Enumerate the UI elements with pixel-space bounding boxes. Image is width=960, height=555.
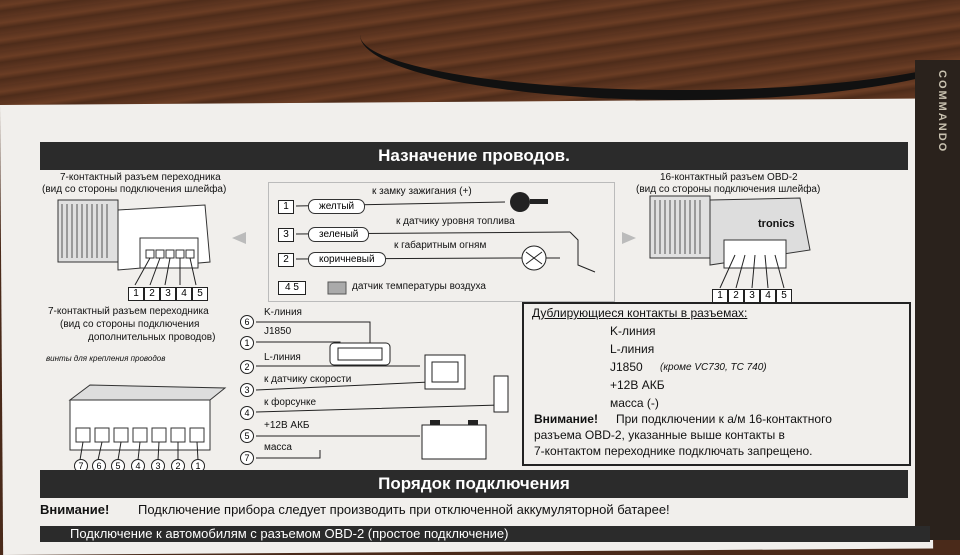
left-connector-caption-1: 7-контактный разъем переходника [60, 172, 221, 183]
wire-destination: к габаритным огням [394, 240, 487, 251]
info-warning-line: При подключении к а/м 16-контактного [616, 412, 832, 426]
wire-pin-number: 2 [278, 253, 294, 267]
battery-drawing [421, 420, 487, 460]
left-pin-label: 2 [144, 287, 160, 301]
left-pin-label: 5 [192, 287, 208, 301]
aux-wire-label: масса [264, 442, 292, 453]
header-title: Назначение проводов. [40, 142, 908, 170]
aux-wire-label: L-линия [264, 352, 301, 363]
wire-destination: к замку зажигания (+) [372, 186, 472, 197]
aux-pin-number: 1 [240, 336, 254, 350]
info-warning-line: разъема OBD-2, указанные выше контакты в [534, 428, 785, 442]
diagnostic-connector-drawing [329, 342, 391, 366]
obd2-connector-drawing [649, 195, 811, 289]
injector-drawing [493, 375, 509, 413]
left-pin-label: 1 [128, 287, 144, 301]
aux-wire-label: K-линия [264, 307, 302, 318]
booklet-edge [915, 60, 960, 540]
wire-color-label: желтый [308, 199, 366, 214]
aux-pin-number: 4 [240, 406, 254, 420]
section-title-connection: Порядок подключения [40, 470, 908, 498]
info-box-title: Дублирующиеся контакты в разъемах: [532, 306, 748, 320]
obd-pin-label: 2 [728, 289, 744, 303]
wire-pin-number: 3 [278, 228, 294, 242]
black-cable [360, 0, 960, 100]
info-box-item: K-линия [610, 324, 656, 338]
aux-pin-number: 5 [240, 429, 254, 443]
aux-7pin-connector-drawing [68, 384, 227, 461]
aux-wire-label: к форсунке [264, 397, 317, 408]
brand-logo: tronics [758, 218, 795, 230]
screws-note: винты для крепления проводов [46, 354, 166, 363]
wire-pin-number: 4 5 [278, 281, 306, 295]
obd-pin-label: 1 [712, 289, 728, 303]
obd-pin-label: 5 [776, 289, 792, 303]
aux-pin-number: 3 [240, 383, 254, 397]
left-pin-label: 3 [160, 287, 176, 301]
wire-color-label: коричневый [308, 252, 386, 267]
info-box-item: +12В АКБ [610, 378, 665, 392]
info-box-item: масса (-) [610, 396, 659, 410]
left-aux-caption-3: дополнительных проводов) [88, 332, 216, 343]
left-aux-caption-2: (вид со стороны подключения [60, 319, 200, 330]
left-aux-caption-1: 7-контактный разъем переходника [48, 306, 209, 317]
wire-destination: датчик температуры воздуха [352, 281, 486, 292]
duplicate-contacts-box [522, 302, 911, 466]
info-warning-line: 7-контактом переходнике подключать запре… [534, 444, 813, 458]
booklet-edge-text: COMMANDO [936, 70, 948, 154]
aux-pin-number: 6 [240, 315, 254, 329]
bottom-warning-text: Подключение прибора следует производить … [138, 502, 670, 517]
aux-wire-label: к датчику скорости [264, 374, 352, 385]
info-warning-bold: Внимание! [534, 412, 598, 426]
aux-wire-label: J1850 [264, 326, 292, 337]
aux-connector-pin-label: 7 [74, 459, 88, 473]
left-pin-label: 4 [176, 287, 192, 301]
left-connector-caption-2: (вид со стороны подключения шлейфа) [42, 184, 227, 195]
left-7pin-connector-drawing [57, 199, 211, 286]
speed-sensor-drawing [424, 354, 466, 390]
right-connector-caption-1: 16-контактный разъем OBD-2 [660, 172, 798, 183]
bottom-cut-heading: Подключение к автомобилям с разъемом OBD… [40, 526, 930, 542]
info-box-item-note: (кроме VC730, TC 740) [660, 362, 767, 373]
wire-color-label: зеленый [308, 227, 370, 242]
temp-sensor-drawing [327, 281, 347, 295]
aux-wire-label: +12В АКБ [264, 420, 310, 431]
bottom-warning-bold: Внимание! [40, 502, 110, 517]
info-box-item: L-линия [610, 342, 655, 356]
obd-pin-label: 4 [760, 289, 776, 303]
info-box-item: J1850 [610, 360, 643, 374]
wiring-diagram [57, 192, 811, 461]
right-connector-caption-2: (вид со стороны подключения шлейфа) [636, 184, 821, 195]
wire-pin-number: 1 [278, 200, 294, 214]
aux-pin-number: 7 [240, 451, 254, 465]
sensor-wires-panel [268, 182, 615, 302]
ignition-key-drawing [510, 192, 548, 212]
lamp-drawing [521, 245, 547, 271]
obd-pin-label: 3 [744, 289, 760, 303]
wire-destination: к датчику уровня топлива [396, 216, 515, 227]
aux-pin-number: 2 [240, 360, 254, 374]
